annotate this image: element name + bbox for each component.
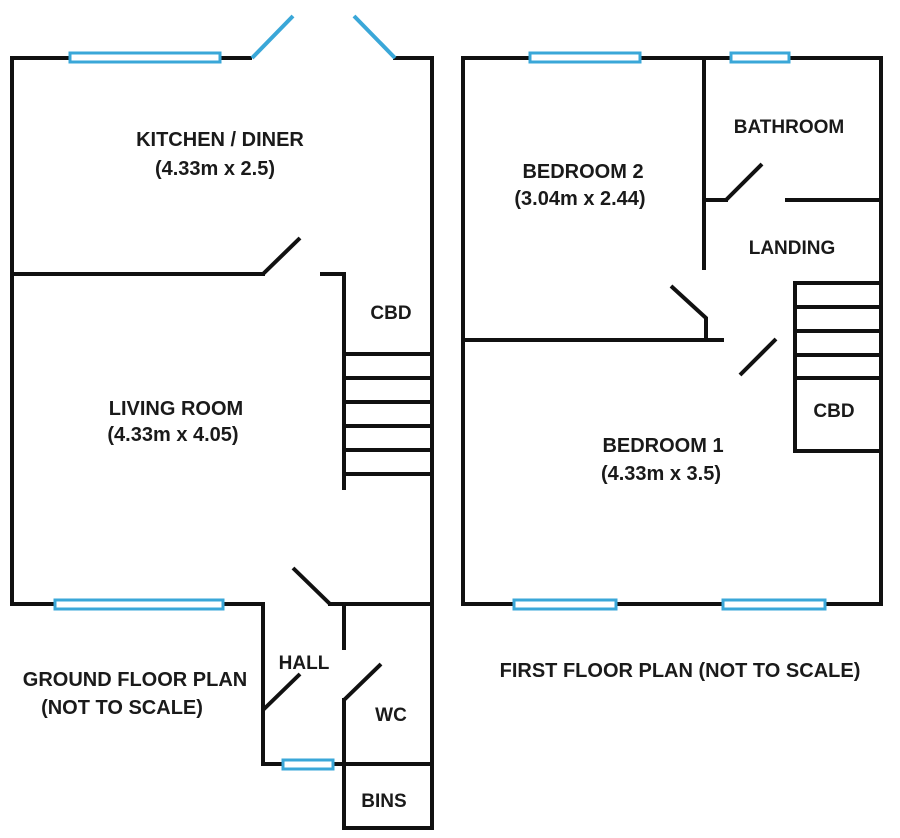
bedroom2-door <box>669 284 708 340</box>
ground-stairs <box>344 376 432 476</box>
ground-floor-caption-line1: GROUND FLOOR PLAN <box>23 669 247 691</box>
bedroom1-window-left <box>512 598 618 611</box>
bedroom2-name: BEDROOM 2 <box>522 161 643 183</box>
bathroom-door <box>724 162 764 202</box>
bathroom-label: BATHROOM <box>734 117 844 138</box>
kitchen-patio-door-left <box>250 14 295 60</box>
ground-cbd-label: CBD <box>370 303 411 324</box>
bedroom2-size: (3.04m x 2.44) <box>514 188 645 210</box>
bins-enclosure <box>342 762 434 830</box>
landing-label: LANDING <box>749 238 836 259</box>
first-stair-wall <box>793 281 883 453</box>
kitchen-patio-door-right <box>352 14 397 60</box>
living-name: LIVING ROOM <box>109 398 243 420</box>
bedroom2-window <box>528 51 642 64</box>
kitchen-size: (4.33m x 2.5) <box>155 158 275 180</box>
wc-door <box>342 662 383 702</box>
ground-floor-plan: KITCHEN / DINER (4.33m x 2.5) LIVING ROO… <box>10 14 434 830</box>
kitchen-name: KITCHEN / DINER <box>136 129 304 151</box>
kitchen-living-door <box>261 236 302 276</box>
first-cbd-label: CBD <box>813 401 854 422</box>
wc-label: WC <box>375 705 407 726</box>
bedroom1-size: (4.33m x 3.5) <box>601 463 721 485</box>
bedroom1-name: BEDROOM 1 <box>602 435 723 457</box>
first-floor-caption: FIRST FLOOR PLAN (NOT TO SCALE) <box>500 660 861 682</box>
hall-living-door <box>291 566 332 606</box>
first-stairs <box>795 305 881 357</box>
hall-window <box>281 758 335 771</box>
first-floor-plan: BEDROOM 2 (3.04m x 2.44) BATHROOM LANDIN… <box>461 51 883 682</box>
bathroom-window <box>729 51 791 64</box>
hall-label: HALL <box>279 653 330 674</box>
ground-floor-caption-line2: (NOT TO SCALE) <box>41 697 203 719</box>
bins-label: BINS <box>361 791 406 812</box>
bedroom1-door <box>738 337 778 377</box>
living-window <box>53 598 225 611</box>
bedroom1-window-right <box>721 598 827 611</box>
hall-front-door <box>261 672 302 712</box>
living-size: (4.33m x 4.05) <box>107 424 238 446</box>
kitchen-window <box>68 51 222 64</box>
